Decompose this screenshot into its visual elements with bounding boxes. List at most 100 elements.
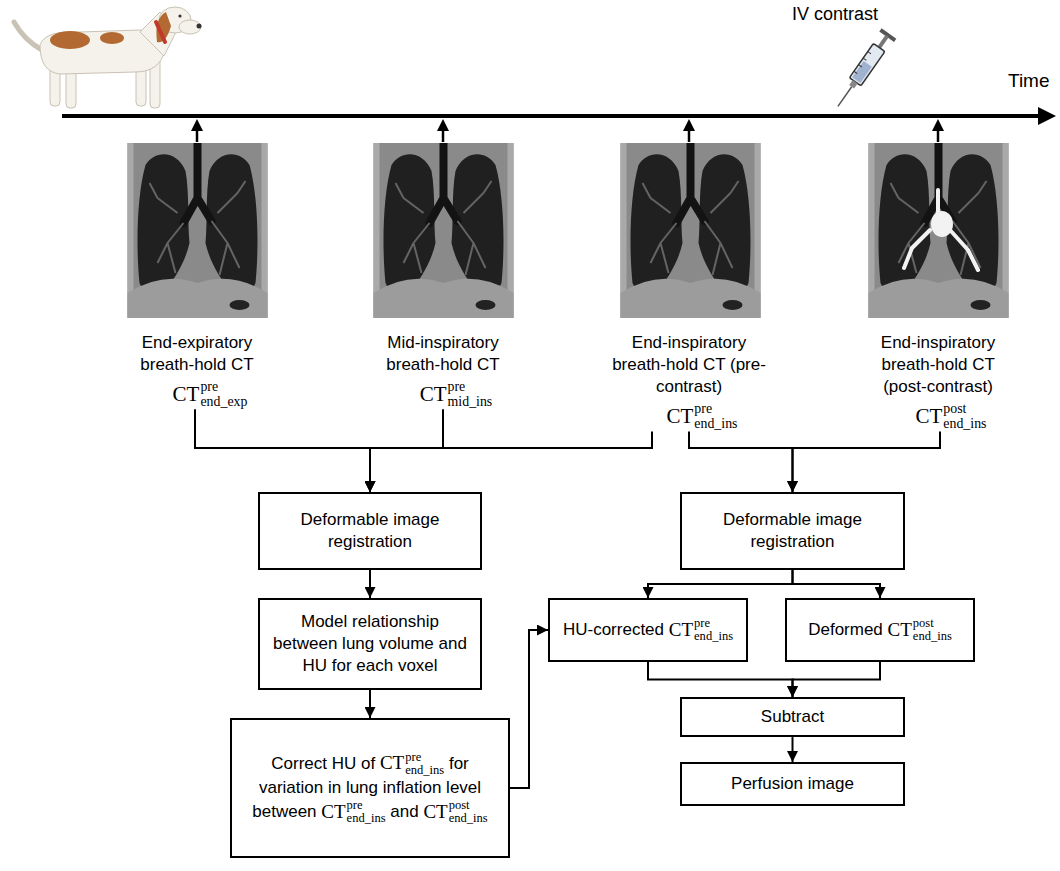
formula-superscript: pre	[405, 751, 444, 764]
flow-arrow	[648, 662, 793, 697]
formula-base: CT	[321, 800, 345, 825]
process-box: Model relationship between lung volume a…	[258, 598, 482, 690]
formula-superscript: pre	[694, 402, 737, 417]
ct-panel: Mid-inspiratory breath-hold CT CT pre mid…	[363, 332, 523, 409]
ct-formula: CT pre end_ins	[669, 617, 733, 643]
formula-superscript: pre	[694, 617, 733, 630]
formula-scripts: post end_ins	[913, 617, 952, 643]
formula-scripts: pre end_ins	[694, 402, 737, 431]
ct-symbol: CT pre mid_ins	[363, 380, 523, 409]
box-label: Deformable image registration	[270, 509, 470, 553]
formula-superscript: post	[943, 402, 986, 417]
formula-scripts: pre end_ins	[405, 751, 444, 777]
timeline-arrowhead	[1038, 107, 1056, 125]
process-box: Deformable image registration	[258, 492, 482, 570]
box-label: Model relationship between lung volume a…	[270, 611, 470, 677]
formula-scripts: pre mid_ins	[448, 380, 493, 409]
ct-formula: CT pre end_ins	[667, 402, 738, 431]
ct-image	[128, 143, 268, 318]
formula-subscript: end_ins	[913, 630, 952, 643]
box-label: Correct HU of CT pre end_ins for variati…	[242, 751, 498, 826]
process-box: Deformed CT post end_ins	[785, 598, 975, 662]
formula-superscript: pre	[448, 380, 493, 395]
formula-base: CT	[423, 800, 447, 825]
box-label: HU-corrected CT pre end_ins	[563, 617, 733, 643]
box-label: Perfusion image	[731, 773, 854, 795]
flow-arrow	[689, 431, 793, 492]
ct-image	[869, 143, 1009, 318]
contrast-vessels	[904, 190, 978, 270]
box-label: Subtract	[761, 706, 824, 728]
formula-subscript: end_ins	[347, 812, 386, 825]
formula-subscript: end_ins	[694, 630, 733, 643]
flow-arrow	[792, 737, 794, 762]
flow-arrow	[793, 570, 881, 598]
box-label: Deformed CT post end_ins	[808, 617, 952, 643]
ct-caption: End-inspiratory breath-hold CT (post-con…	[858, 332, 1018, 398]
formula-base: CT	[916, 403, 943, 430]
ct-formula: CT pre end_ins	[321, 799, 385, 825]
formula-base: CT	[669, 618, 693, 643]
flow-arrow	[510, 630, 548, 788]
ct-formula: CT pre end_ins	[380, 751, 444, 777]
syringe-icon	[831, 28, 897, 111]
formula-subscript: end_ins	[405, 764, 444, 777]
formula-scripts: pre end_ins	[694, 617, 733, 643]
formula-scripts: pre end_ins	[347, 799, 386, 825]
ct-formula: CT pre mid_ins	[420, 380, 493, 409]
formula-base: CT	[380, 751, 404, 776]
process-box: Deformable image registration	[680, 492, 905, 570]
flow-arrow	[370, 431, 652, 492]
ct-symbol: CT post end_ins	[858, 402, 1018, 431]
formula-base: CT	[667, 403, 694, 430]
flow-arrow	[793, 431, 941, 492]
box-label: Deformable image registration	[692, 509, 893, 553]
formula-scripts: pre end_exp	[200, 380, 247, 409]
process-box: HU-corrected CT pre end_ins	[548, 598, 748, 662]
output-box: Perfusion image	[680, 762, 905, 806]
dog-illustration	[14, 7, 202, 108]
process-box: Subtract	[680, 697, 905, 737]
ct-caption: End-inspiratory breath-hold CT (pre-cont…	[609, 332, 769, 398]
process-box: Correct HU of CT pre end_ins for variati…	[230, 718, 510, 858]
ct-formula: CT pre end_exp	[173, 380, 248, 409]
ct-caption: Mid-inspiratory breath-hold CT	[363, 332, 523, 376]
timeline-axis	[62, 114, 1040, 118]
time-point-arrowheads	[191, 119, 944, 131]
ct-formula: CT post end_ins	[423, 799, 487, 825]
formula-superscript: post	[449, 799, 488, 812]
ct-formula: CT post end_ins	[916, 402, 987, 431]
flow-arrow	[370, 409, 443, 492]
formula-superscript: post	[913, 617, 952, 630]
axis-label: Time	[1008, 70, 1050, 92]
formula-base: CT	[173, 381, 200, 408]
flow-arrow	[369, 570, 371, 598]
formula-scripts: post end_ins	[943, 402, 986, 431]
ct-image	[374, 143, 514, 318]
ct-symbol: CT pre end_exp	[117, 380, 277, 409]
ct-symbol: CT pre end_ins	[609, 402, 769, 431]
ct-panel: End-inspiratory breath-hold CT (pre-cont…	[609, 332, 769, 431]
formula-superscript: pre	[200, 380, 247, 395]
formula-subscript: end_ins	[943, 417, 986, 432]
formula-base: CT	[420, 381, 447, 408]
formula-subscript: end_ins	[449, 812, 488, 825]
ct-panel: End-expiratory breath-hold CT CT pre end_…	[117, 332, 277, 409]
ct-panel: End-inspiratory breath-hold CT (post-con…	[858, 332, 1018, 431]
formula-subscript: end_ins	[694, 417, 737, 432]
formula-subscript: end_exp	[200, 395, 247, 410]
formula-base: CT	[888, 618, 912, 643]
time-point-arrows	[197, 128, 938, 142]
flow-arrow	[648, 570, 793, 598]
formula-subscript: mid_ins	[448, 395, 493, 410]
flow-arrow	[195, 409, 370, 492]
formula-superscript: pre	[347, 799, 386, 812]
annotation-label: IV contrast	[792, 4, 878, 25]
flow-arrow	[369, 690, 371, 718]
flow-arrow	[793, 662, 881, 697]
ct-caption: End-expiratory breath-hold CT	[117, 332, 277, 376]
ct-image	[621, 143, 761, 318]
ct-formula: CT post end_ins	[888, 617, 952, 643]
formula-scripts: post end_ins	[449, 799, 488, 825]
